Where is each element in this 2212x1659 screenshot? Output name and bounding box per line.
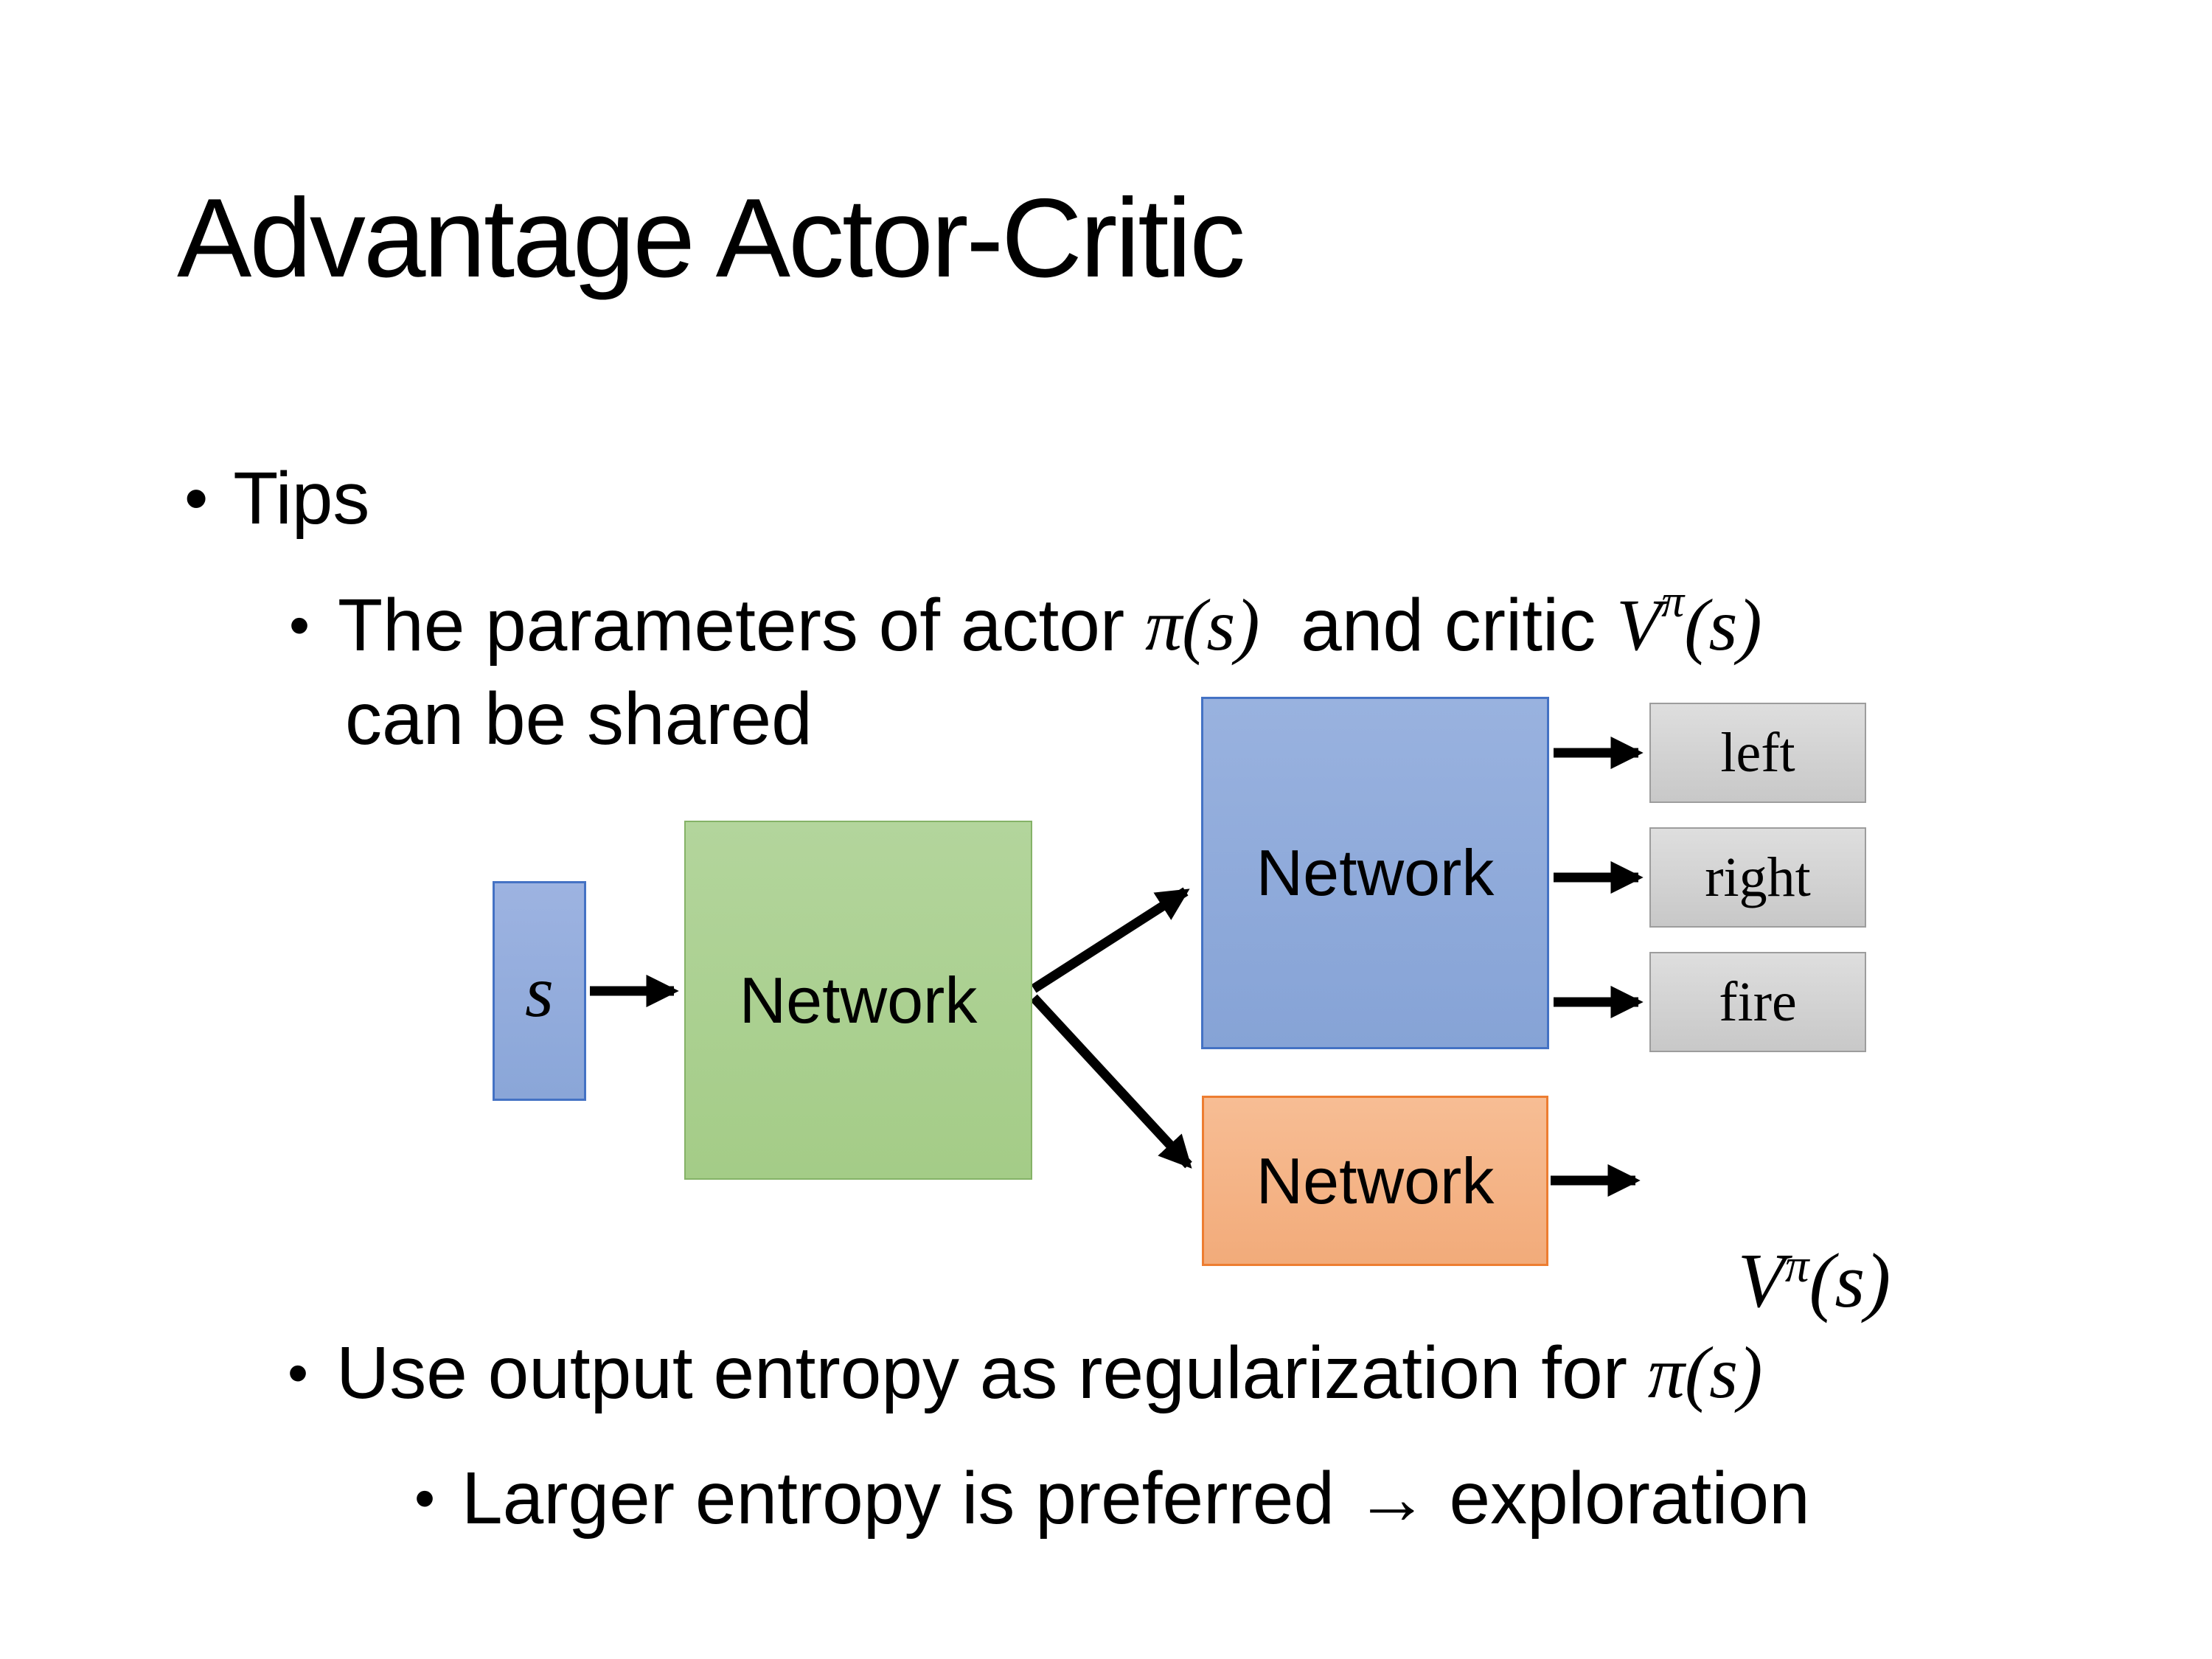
action-box-fire: fire [1649, 952, 1866, 1052]
bullet-dot: • [289, 592, 310, 658]
arrow-shared-to-critic-network [1030, 994, 1192, 1169]
action-box-left: left [1649, 703, 1866, 803]
state-label: s [525, 950, 554, 1032]
bullet-text-tips: Tips [233, 457, 370, 540]
value-sup: π [1784, 1239, 1809, 1293]
shared-cont-text: can be shared [345, 678, 813, 760]
action-label-right: right [1705, 846, 1811, 908]
shared-network-box: Network [684, 821, 1032, 1180]
action-label-fire: fire [1719, 970, 1797, 1033]
value-base: V [1737, 1237, 1785, 1324]
bullet-line-tips: • Tips [184, 454, 369, 543]
value-output: Vπ(s) [1652, 1130, 1891, 1432]
bullet-line-shared-params: • The parameters of actor π(s) and criti… [289, 577, 1762, 669]
critic-value-tail: (s) [1684, 584, 1762, 666]
critic-network-label: Network [1256, 1144, 1495, 1217]
entropy-text: Use output entropy as regularization for [336, 1332, 1648, 1414]
action-label-left: left [1720, 721, 1795, 784]
actor-policy-math: π(s) [1144, 584, 1260, 666]
shared-params-text: The parameters of actor [338, 584, 1145, 667]
slide-title: Advantage Actor-Critic [177, 175, 1245, 301]
shared-network-label: Network [739, 963, 978, 1037]
arrow-shared-to-actor-network [1031, 887, 1190, 993]
shared-params-mid: and critic [1259, 584, 1617, 667]
bullet-line-shared-cont: can be shared [345, 675, 813, 763]
critic-value-base: V [1616, 584, 1662, 666]
exploration-text: Larger entropy is preferred → exploratio… [462, 1457, 1810, 1540]
bullet-dot: • [184, 460, 209, 536]
bullet-dot: • [414, 1465, 436, 1531]
critic-value-sup: π [1661, 576, 1685, 627]
bullet-dot: • [288, 1340, 309, 1405]
bullet-line-entropy: • Use output entropy as regularization f… [288, 1329, 1762, 1417]
value-tail: (s) [1809, 1237, 1891, 1324]
action-box-right: right [1649, 827, 1866, 928]
state-box: s [493, 881, 586, 1101]
critic-network-box: Network [1202, 1096, 1548, 1266]
entropy-policy-math: π(s) [1647, 1332, 1763, 1413]
bullet-line-exploration: • Larger entropy is preferred → explorat… [414, 1454, 1810, 1543]
actor-network-box: Network [1201, 697, 1549, 1049]
actor-network-label: Network [1256, 836, 1495, 909]
